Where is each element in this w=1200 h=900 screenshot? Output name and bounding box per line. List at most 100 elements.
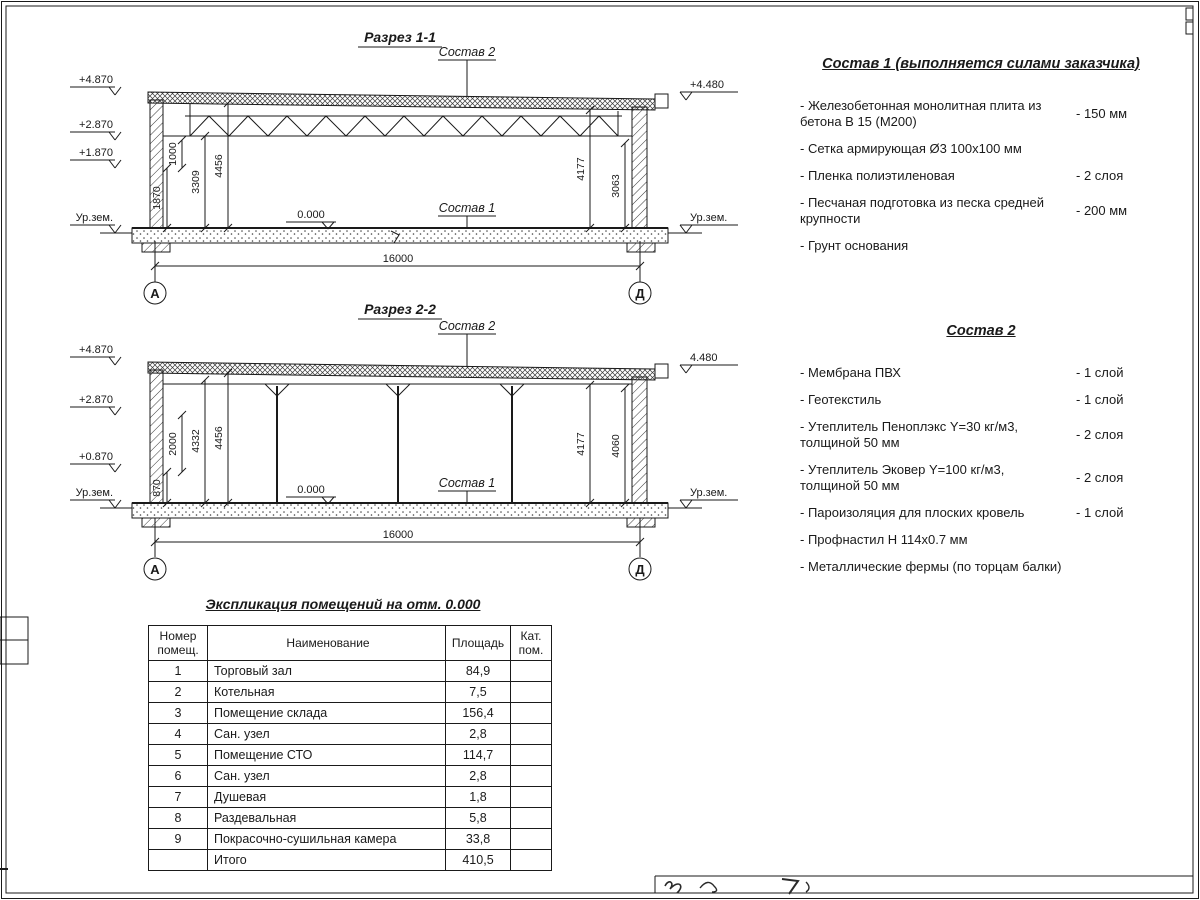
filing-mark xyxy=(0,639,29,665)
room-number: 2 xyxy=(148,681,208,703)
left-footing xyxy=(141,517,171,528)
room-schedule: Экспликация помещений на отм. 0.000 Номе… xyxy=(148,596,552,871)
dim-label: 3063 xyxy=(610,174,622,198)
table-row: 1 Торговый зал 84,9 xyxy=(148,660,552,682)
spec-item-text: - Сетка армирующая Ø3 100х100 мм xyxy=(800,141,1022,156)
sostav2-callout: Состав 2 xyxy=(438,45,496,96)
dim-label: 4456 xyxy=(213,426,225,450)
room-number: 4 xyxy=(148,723,208,745)
spec-item-value: - 2 слоя xyxy=(1076,427,1124,442)
roof-slab xyxy=(147,361,656,381)
ground-level-label: Ур.зем. xyxy=(690,212,727,224)
axis-label: А xyxy=(150,562,160,577)
elevation-label: +4.480 xyxy=(690,79,724,91)
sostav1-label: Состав 1 xyxy=(439,201,495,215)
signature-marks xyxy=(654,875,1193,895)
zero-level-label: 0.000 xyxy=(297,209,325,221)
vertical-dimensions-left: 870 2000 4332 4456 xyxy=(151,368,233,508)
room-name: Помещение СТО xyxy=(207,744,446,766)
section-2-2-title: Разрез 2-2 xyxy=(364,301,436,317)
axis-bubble xyxy=(143,281,167,305)
room-name: Покрасочно-сушильная камера xyxy=(207,828,446,850)
spec-item: - Утеплитель Эковер Y=100 кг/м3, толщино… xyxy=(800,462,1162,494)
room-name: Сан. узел xyxy=(207,765,446,787)
room-area: 156,4 xyxy=(445,702,511,724)
span-dimension: 16000 А Д xyxy=(143,518,652,581)
room-area: 2,8 xyxy=(445,765,511,787)
room-category xyxy=(510,786,552,808)
axis-bubble xyxy=(628,281,652,305)
vertical-dimensions-right: 4177 3063 xyxy=(575,105,630,233)
spec-item-text: - Утеплитель Пеноплэкс Y=30 кг/м3, толщи… xyxy=(800,419,1019,450)
dim-label: 1870 xyxy=(151,186,163,210)
right-wall xyxy=(631,106,648,229)
table-row: 2 Котельная 7,5 xyxy=(148,681,552,703)
dim-label: 1000 xyxy=(167,142,179,166)
right-footing xyxy=(626,517,656,528)
span-dim-label: 16000 xyxy=(383,529,414,541)
table-header-row: Номер помещ. Наименование Площадь Кат. п… xyxy=(148,625,552,661)
zero-level-mark: 0.000 xyxy=(286,209,336,230)
span-dim-label: 16000 xyxy=(383,253,414,265)
spec-item-text: - Железобетонная монолитная плита из бет… xyxy=(800,98,1042,129)
room-area: 1,8 xyxy=(445,786,511,808)
composition-2-block: Состав 2 - Мембрана ПВХ - 1 слой - Геоте… xyxy=(800,323,1162,586)
dim-label: 4332 xyxy=(190,429,202,453)
spec-item-value: - 2 слоя xyxy=(1076,470,1124,485)
axis-bubble xyxy=(628,557,652,581)
section-2-2-drawing: Разрез 2-2 Состав 2 xyxy=(70,301,738,581)
room-area: 33,8 xyxy=(445,828,511,850)
roof-slab xyxy=(147,91,656,111)
building-section xyxy=(100,361,702,528)
elevation-label: +0.870 xyxy=(79,451,113,463)
table-row: 7 Душевая 1,8 xyxy=(148,786,552,808)
elevation-label: +4.870 xyxy=(79,344,113,356)
elevation-marks-right: +4.480 Ур.зем. xyxy=(679,79,738,234)
col-header-category: Кат. пом. xyxy=(510,625,552,661)
spec-item-text: - Песчаная подготовка из песка средней к… xyxy=(800,195,1045,226)
dim-label: 4060 xyxy=(610,434,622,458)
total-area: 410,5 xyxy=(445,849,511,871)
room-number xyxy=(148,849,208,871)
axis-label: Д xyxy=(635,286,645,301)
break-mark xyxy=(390,230,400,244)
spec-item: - Железобетонная монолитная плита из бет… xyxy=(800,98,1162,130)
left-footing xyxy=(141,242,171,253)
sostav2-label: Состав 2 xyxy=(439,45,495,59)
frame-corner-mark xyxy=(1185,21,1194,35)
elevation-marks-right: 4.480 Ур.зем. xyxy=(679,352,738,509)
room-name: Торговый зал xyxy=(207,660,446,682)
room-name: Раздевальная xyxy=(207,807,446,829)
room-number: 7 xyxy=(148,786,208,808)
col-header-name: Наименование xyxy=(207,625,446,661)
sostav2-callout: Состав 2 xyxy=(438,319,496,366)
spec-item-value: - 2 слоя xyxy=(1076,168,1124,183)
composition-1-title: Состав 1 (выполняется силами заказчика) xyxy=(822,56,1140,72)
section-1-1-drawing: Разрез 1-1 Состав 2 xyxy=(70,29,738,305)
spec-item-text: - Геотекстиль xyxy=(800,392,882,407)
room-area: 7,5 xyxy=(445,681,511,703)
table-row: 5 Помещение СТО 114,7 xyxy=(148,744,552,766)
total-label: Итого xyxy=(207,849,446,871)
table-row: 9 Покрасочно-сушильная камера 33,8 xyxy=(148,828,552,850)
elevation-marks-left: +4.870 +2.870 +1.870 Ур.зем. xyxy=(70,74,122,234)
section-1-1-title: Разрез 1-1 xyxy=(364,29,436,45)
room-area: 5,8 xyxy=(445,807,511,829)
spec-item-value: - 150 мм xyxy=(1076,106,1128,121)
table-total-row: Итого 410,5 xyxy=(148,849,552,871)
spec-item: - Утеплитель Пеноплэкс Y=30 кг/м3, толщи… xyxy=(800,419,1162,451)
axis-bubble xyxy=(143,557,167,581)
room-number: 6 xyxy=(148,765,208,787)
axis-label: Д xyxy=(635,562,645,577)
room-category xyxy=(510,681,552,703)
elevation-label: +2.870 xyxy=(79,394,113,406)
ground-level-label: Ур.зем. xyxy=(76,487,113,499)
room-category xyxy=(510,660,552,682)
spec-item-text: - Пленка полиэтиленовая xyxy=(800,168,955,183)
spec-item: - Грунт основания xyxy=(800,238,1162,254)
spec-item: - Песчаная подготовка из песка средней к… xyxy=(800,195,1162,227)
room-area: 84,9 xyxy=(445,660,511,682)
zero-level-mark: 0.000 xyxy=(286,484,336,505)
room-category xyxy=(510,702,552,724)
